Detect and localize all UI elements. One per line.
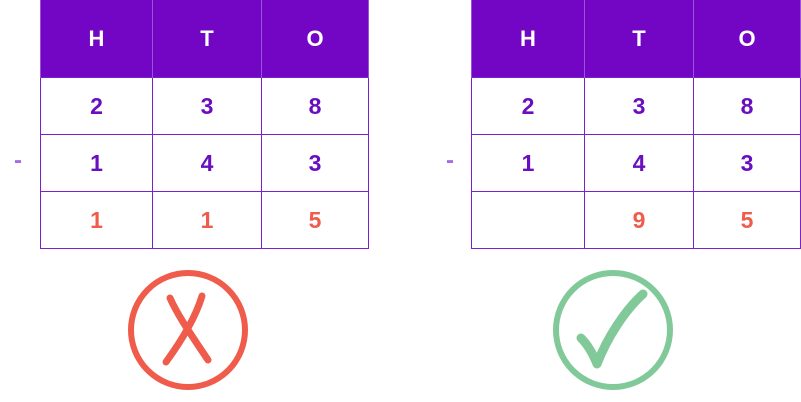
result-row: 1 1 5 [40,191,369,249]
left-place-value-table: H T O 2 3 8 1 4 3 1 1 5 [40,0,369,249]
subtrahend-tens: 4 [152,134,262,192]
subtrahend-row: 1 4 3 [471,134,801,192]
minus-sign-left: - [14,147,22,174]
subtrahend-row: 1 4 3 [40,134,369,192]
cross-icon [126,268,250,392]
header-hundreds: H [471,0,585,78]
subtrahend-tens: 4 [584,134,694,192]
subtrahend-ones: 3 [693,134,801,192]
result-tens: 1 [152,191,262,249]
result-tens: 9 [584,191,694,249]
subtrahend-hundreds: 1 [40,134,153,192]
subtrahend-ones: 3 [261,134,369,192]
minuend-row: 2 3 8 [40,77,369,135]
minuend-row: 2 3 8 [471,77,801,135]
header-tens: T [584,0,694,78]
result-hundreds: 1 [40,191,153,249]
minuend-ones: 8 [261,77,369,135]
header-hundreds: H [40,0,153,78]
result-ones: 5 [261,191,369,249]
result-hundreds [471,191,585,249]
header-row: H T O [40,0,369,78]
header-row: H T O [471,0,801,78]
subtrahend-hundreds: 1 [471,134,585,192]
minuend-tens: 3 [584,77,694,135]
result-row: 9 5 [471,191,801,249]
left-subtraction-panel: H T O 2 3 8 1 4 3 1 1 5 [40,0,369,249]
checkmark-icon [551,268,675,392]
result-ones: 5 [693,191,801,249]
minuend-ones: 8 [693,77,801,135]
right-subtraction-panel: H T O 2 3 8 1 4 3 9 5 [471,0,801,249]
header-ones: O [261,0,369,78]
minuend-hundreds: 2 [40,77,153,135]
minuend-tens: 3 [152,77,262,135]
header-ones: O [693,0,801,78]
right-place-value-table: H T O 2 3 8 1 4 3 9 5 [471,0,801,249]
minuend-hundreds: 2 [471,77,585,135]
header-tens: T [152,0,262,78]
minus-sign-right: - [446,147,454,174]
